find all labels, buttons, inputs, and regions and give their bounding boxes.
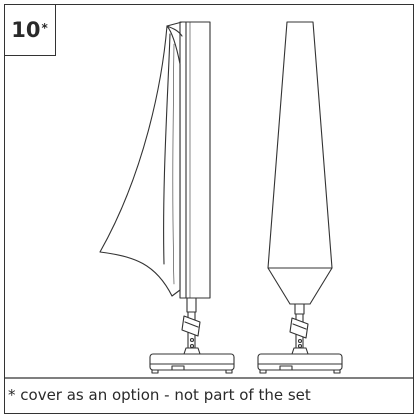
step-number-box: 10* bbox=[4, 4, 56, 56]
pole bbox=[181, 297, 201, 349]
step-asterisk: * bbox=[41, 20, 48, 35]
cover-fabric bbox=[99, 21, 183, 297]
base bbox=[257, 347, 343, 374]
covered-canopy bbox=[267, 21, 333, 305]
step-number: 10 bbox=[11, 17, 41, 42]
footnote-text: * cover as an option - not part of the s… bbox=[8, 386, 311, 404]
assembly-drawing bbox=[4, 21, 414, 379]
base bbox=[149, 347, 235, 374]
instruction-frame bbox=[4, 4, 414, 414]
parasol-cover-being-fitted bbox=[99, 21, 235, 374]
parasol-fully-covered bbox=[257, 21, 343, 374]
pole bbox=[289, 303, 309, 349]
closed-canopy bbox=[179, 21, 211, 299]
